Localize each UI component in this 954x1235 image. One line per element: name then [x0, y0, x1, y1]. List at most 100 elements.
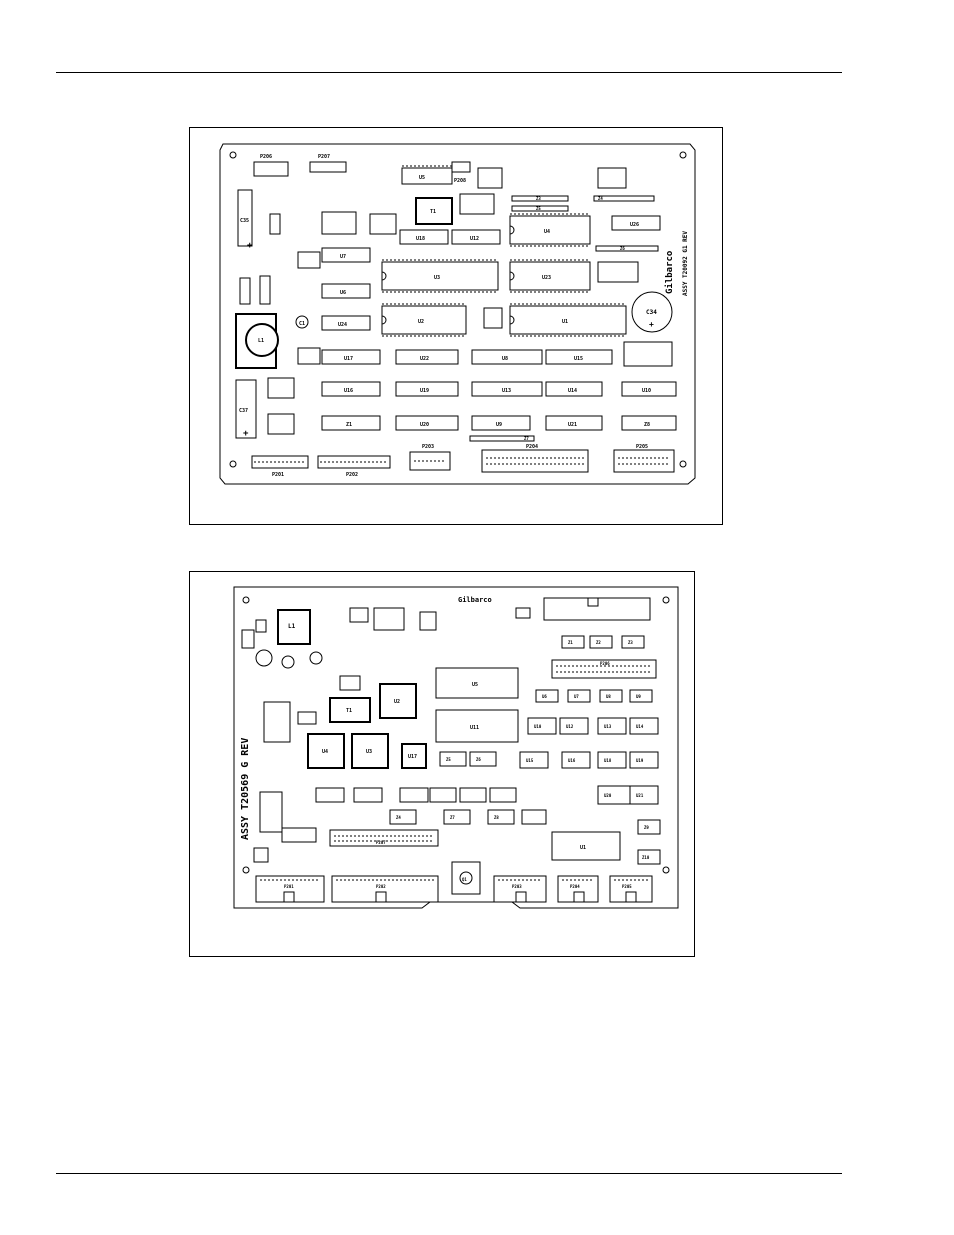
board2-u5	[435, 667, 519, 699]
board1-u22	[395, 349, 459, 365]
board1-u9-label: U9	[496, 422, 502, 428]
board1-t1-label: T1	[430, 209, 436, 215]
board1-u6-label: U6	[340, 290, 346, 296]
board2-l1	[277, 609, 311, 645]
board2-z2-label: Z2	[596, 640, 601, 645]
board1-cr1	[259, 275, 271, 305]
board1-z6	[595, 245, 659, 252]
board2-p207-label: P207	[376, 840, 386, 845]
board1-c34	[631, 291, 673, 333]
board1-brand: Gilbarco	[664, 251, 675, 294]
board1-u26-label: U26	[630, 222, 639, 228]
board1-hole-bl	[229, 460, 237, 468]
board2-z5-label: Z5	[446, 757, 451, 762]
board1-p206-label: P206	[260, 154, 272, 160]
board2-u1	[551, 831, 621, 861]
board1-u14	[545, 381, 603, 397]
board1-p207	[309, 161, 347, 173]
board1-l1-core	[245, 323, 279, 357]
board1-z1	[321, 415, 381, 431]
board2-l1-label: L1	[288, 623, 296, 630]
board2-u14-label: U14	[636, 724, 644, 729]
top-rule	[56, 72, 842, 73]
board2-u18-label: U18	[604, 758, 612, 763]
board1-u24-label: U24	[338, 322, 347, 328]
board2-p202-label: P202	[376, 884, 386, 889]
board1-u13	[471, 381, 543, 397]
board1-u18-label: U18	[416, 236, 425, 242]
board2-q1	[451, 861, 481, 895]
board2-z8-label: Z8	[494, 815, 499, 820]
board1-c2	[239, 277, 251, 305]
board1-u19	[395, 381, 459, 397]
board2-brand: Gilbarco	[458, 596, 492, 604]
board2-u4-label: U4	[322, 749, 328, 755]
board1-u12-label: U12	[470, 236, 479, 242]
board1-z5	[511, 205, 569, 212]
board1-p207-label: P207	[318, 154, 330, 160]
board2-u12-label: U12	[566, 724, 574, 729]
board1-hole-tl	[229, 151, 237, 159]
board1-u4	[509, 215, 591, 245]
board1-u5-label: U5	[419, 175, 425, 181]
board1-p202-label: P202	[346, 472, 358, 478]
board1-u8-label: U8	[502, 356, 508, 362]
board2-z9-label: Z9	[644, 825, 649, 830]
board2-p201-label: P201	[284, 884, 294, 889]
board1-u10-label: U10	[642, 388, 651, 394]
board1-u16-label: U16	[344, 388, 353, 394]
board2-u17	[401, 743, 427, 769]
board1-z3-label: Z3	[536, 196, 541, 201]
board1-u22-label: U22	[420, 356, 429, 362]
board2-u4	[307, 733, 345, 769]
board1-u10	[621, 381, 677, 397]
board1-u5	[401, 167, 453, 185]
board1-u15	[545, 349, 613, 365]
board1-hole-tr	[679, 151, 687, 159]
board1-u24	[321, 315, 371, 331]
board1-diagram: P206 P207 P208	[219, 143, 696, 485]
board2-u3-label: U3	[366, 749, 372, 755]
board2-u17-label: U17	[408, 754, 417, 760]
board1-z3	[511, 195, 569, 202]
board1-u21-label: U21	[568, 422, 577, 428]
board1-p206	[253, 161, 289, 177]
board1-reg	[269, 213, 281, 235]
board2-u21-label: U21	[636, 793, 644, 798]
board2-u9-label: U9	[636, 694, 641, 699]
board1-p208-label: P208	[454, 178, 466, 184]
board1-c1-label: C1	[299, 321, 305, 327]
board2-u10-label: U10	[534, 724, 542, 729]
board2-z10-label: Z10	[642, 855, 650, 860]
board2-u16-label: U16	[568, 758, 576, 763]
board2-u15-label: U15	[526, 758, 534, 763]
board1-u12	[451, 229, 501, 245]
bottom-rule	[56, 1173, 842, 1174]
board1-p204-label: P204	[526, 444, 538, 450]
board2-p205-label: P205	[622, 884, 632, 889]
board1-u3-label: U3	[434, 275, 440, 281]
board2-u6-label: U6	[542, 694, 547, 699]
board1-u1	[509, 305, 627, 335]
board1-z8-label: Z8	[644, 422, 650, 428]
board1-p204	[481, 449, 589, 473]
board1-outline	[219, 143, 696, 485]
board1-z4-label: Z4	[598, 196, 603, 201]
board1-l1-label: L1	[258, 338, 264, 344]
board2-u11	[435, 709, 519, 743]
board1-u18	[399, 229, 449, 245]
board2-u20-label: U20	[604, 793, 612, 798]
board1-assy: ASSY T20092 G1 REV	[682, 231, 689, 296]
board1-z7-label: Z7	[524, 436, 529, 441]
board1-z1-label: Z1	[346, 422, 352, 428]
board1-plus-c34: +	[649, 320, 654, 329]
board1-p201-label: P201	[272, 472, 284, 478]
board2-z4-label: Z4	[396, 815, 401, 820]
board1-u1-label: U1	[562, 319, 568, 325]
board2-u8-label: U8	[606, 694, 611, 699]
board2-t1-label: T1	[346, 708, 352, 714]
board1-u7-label: U7	[340, 254, 346, 260]
board1-t1	[415, 197, 453, 225]
board1-u15-label: U15	[574, 356, 583, 362]
board1-u17	[321, 349, 381, 365]
